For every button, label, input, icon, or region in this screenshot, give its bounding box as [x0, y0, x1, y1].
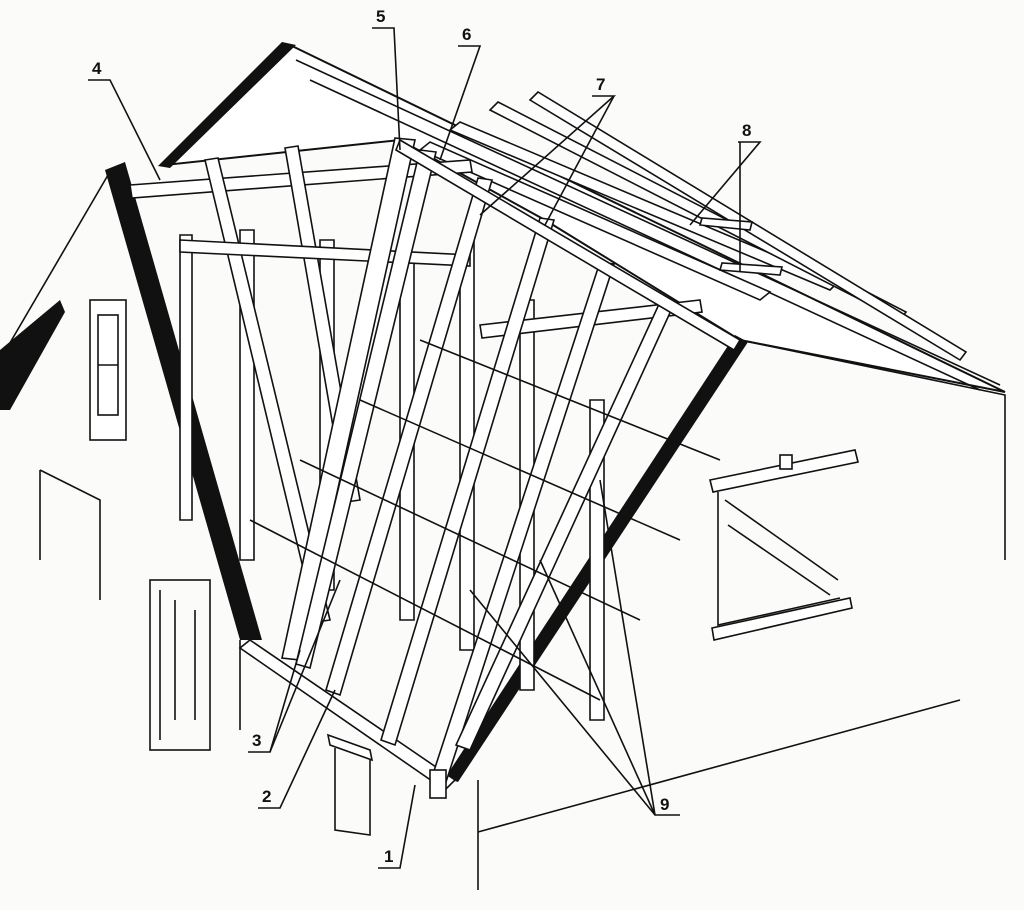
svg-text:1: 1	[384, 847, 393, 866]
right-window	[709, 449, 859, 641]
lower-window	[326, 733, 374, 836]
callout-5: 5	[372, 7, 401, 151]
callout-9: 9	[469, 479, 680, 816]
svg-text:6: 6	[462, 25, 471, 44]
svg-text:8: 8	[742, 121, 751, 140]
callouts: 1 2 3 4 5 6 7 8	[88, 7, 762, 869]
callout-3: 3	[248, 579, 341, 753]
purlins	[249, 339, 721, 701]
dormer-frame	[129, 137, 748, 799]
battens	[418, 90, 968, 362]
left-window	[89, 299, 127, 441]
callout-4: 4	[88, 59, 161, 181]
callout-1: 1	[378, 784, 416, 869]
svg-text:9: 9	[660, 795, 669, 814]
left-door	[39, 469, 211, 751]
ridge-board	[395, 138, 742, 352]
svg-text:4: 4	[92, 59, 102, 78]
svg-text:2: 2	[262, 787, 271, 806]
callout-7: 7	[479, 75, 617, 226]
callout-6: 6	[439, 25, 482, 161]
svg-text:5: 5	[376, 7, 385, 26]
callout-2: 2	[258, 689, 336, 809]
svg-text:3: 3	[252, 731, 261, 750]
right-wall	[477, 339, 1006, 890]
svg-text:7: 7	[596, 75, 605, 94]
callout-8: 8	[689, 121, 762, 272]
valley-rafters	[281, 137, 437, 669]
main-roof	[158, 42, 1006, 393]
